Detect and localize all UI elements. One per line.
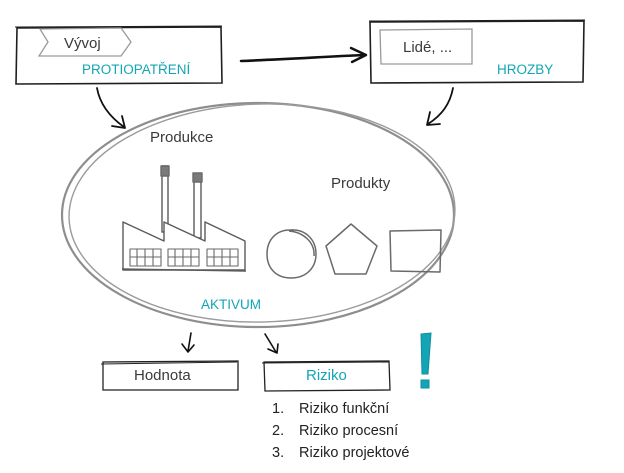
list-item-number: 3. — [272, 445, 285, 461]
pentagon-icon — [325, 223, 378, 275]
asset-caption: AKTIVUM — [201, 297, 262, 312]
production-label: Produkce — [150, 129, 214, 146]
risk-arrow — [264, 333, 279, 354]
exclamation-icon — [420, 332, 432, 389]
list-item-text: Riziko funkční — [299, 401, 390, 417]
list-item-text: Riziko procesní — [299, 423, 399, 439]
threats-caption: HROZBY — [497, 62, 554, 77]
countermeasure-arrow — [96, 87, 126, 129]
risk-box — [261, 360, 391, 392]
value-label: Hodnota — [134, 367, 191, 384]
value-box — [100, 360, 239, 391]
square-icon — [389, 229, 442, 273]
list-item: 1. Riziko funkční — [272, 400, 409, 422]
asset-ellipse — [60, 101, 456, 329]
list-item: 3. Riziko projektové — [272, 444, 409, 466]
vyvoj-label: Vývoj — [64, 35, 101, 52]
threat-to-asset-arrow — [426, 87, 454, 126]
risk-list: 1. Riziko funkční 2. Riziko procesní 3. Riz… — [272, 400, 409, 466]
list-item-text: Riziko projektové — [299, 445, 410, 461]
people-tag-shape — [379, 28, 473, 65]
products-label: Produkty — [331, 175, 391, 192]
value-arrow — [181, 332, 195, 353]
people-label: Lidé, ... — [403, 39, 453, 56]
list-item: 2. Riziko procesní — [272, 422, 409, 444]
list-item-number: 1. — [272, 401, 285, 417]
countermeasures-caption: PROTIOPATŘENÍ — [82, 62, 191, 77]
list-item-number: 2. — [272, 423, 285, 439]
circle-icon — [266, 229, 317, 279]
threat-arrow — [239, 46, 368, 64]
risk-label: Riziko — [306, 367, 347, 384]
vyvoj-tag-shape — [37, 27, 132, 57]
factory-icon — [121, 165, 247, 272]
